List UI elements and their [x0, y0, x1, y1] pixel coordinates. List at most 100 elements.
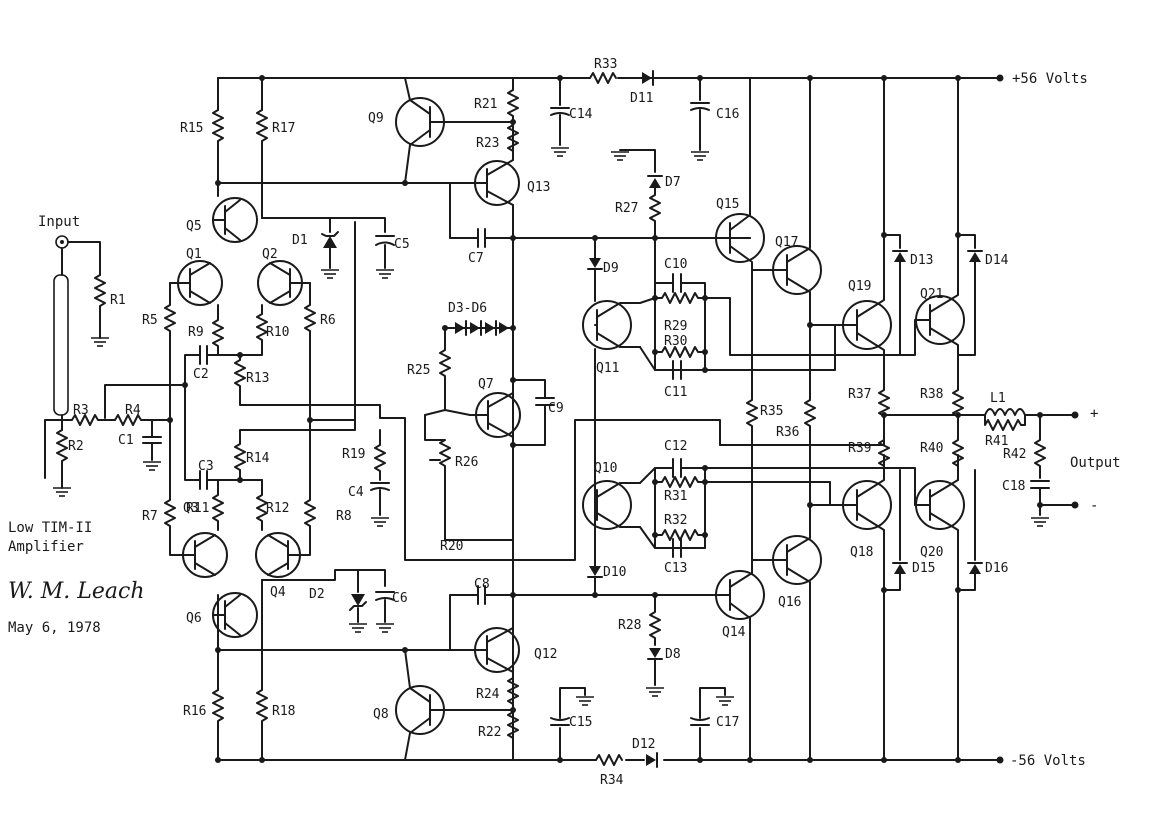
D12-diode [646, 752, 658, 768]
Q21-transistor [914, 77, 965, 386]
c8-label: C8 [474, 577, 490, 592]
r29-label: R29 [664, 319, 687, 334]
Q16-transistor [751, 504, 822, 761]
r1-label: R1 [110, 293, 126, 308]
r26-label: R26 [455, 455, 478, 470]
q2-label: Q2 [262, 247, 278, 262]
r30-label: R30 [664, 334, 687, 349]
Q11-transistor [582, 300, 641, 350]
input-filter [52, 382, 188, 497]
r10-label: R10 [266, 325, 289, 340]
c3-label: C3 [198, 459, 214, 474]
r13-label: R13 [246, 371, 269, 386]
r11-label: R11 [186, 501, 209, 516]
Q4-transistor [255, 532, 301, 578]
Q18-transistor [834, 454, 892, 761]
negative-rail-label: -56 Volts [1010, 753, 1086, 769]
q15-label: Q15 [716, 197, 739, 212]
c14-label: C14 [569, 107, 593, 122]
q17-label: Q17 [775, 235, 798, 250]
r28-label: R28 [618, 618, 641, 633]
r36-label: R36 [776, 425, 799, 440]
r42-label: R42 [1003, 447, 1026, 462]
r27-label: R27 [615, 201, 638, 216]
d8-label: D8 [665, 647, 681, 662]
output-network [979, 408, 1079, 527]
driver-wiring [587, 149, 708, 697]
r2-label: R2 [68, 439, 84, 454]
d1-label: D1 [292, 233, 308, 248]
Q9-transistor [395, 77, 514, 184]
output-label: Output [1070, 455, 1121, 471]
D2-zener-network [261, 569, 395, 633]
r21-label: R21 [474, 97, 497, 112]
q6-label: Q6 [186, 611, 202, 626]
input-stage-wiring [164, 75, 721, 763]
r5-label: R5 [142, 313, 158, 328]
r34-label: R34 [600, 773, 624, 788]
Q12-transistor [474, 627, 520, 673]
r20-label: R20 [440, 539, 463, 554]
q1-label: Q1 [186, 247, 202, 262]
Q3-transistor [182, 532, 228, 578]
r3-label: R3 [73, 403, 89, 418]
r32-label: R32 [664, 513, 687, 528]
c10-label: C10 [664, 257, 687, 272]
q13-label: Q13 [527, 180, 550, 195]
title-line-2: Amplifier [8, 539, 84, 555]
r18-label: R18 [272, 704, 295, 719]
l1-label: L1 [990, 391, 1006, 406]
R34-resistor [595, 754, 623, 766]
c11-label: C11 [664, 385, 687, 400]
q4-label: Q4 [270, 585, 286, 600]
r25-label: R25 [407, 363, 430, 378]
q10-label: Q10 [594, 461, 617, 476]
d15-label: D15 [912, 561, 935, 576]
r9-label: R9 [188, 325, 204, 340]
q7-label: Q7 [478, 377, 494, 392]
r17-label: R17 [272, 121, 295, 136]
r41-label: R41 [985, 434, 1008, 449]
q19-label: Q19 [848, 279, 871, 294]
title-block: Low TIM-II Amplifier W. M. Leach May 6, … [8, 520, 145, 636]
d7-label: D7 [665, 175, 681, 190]
q3-label: Q3 [183, 501, 199, 516]
vas-lower-wiring [449, 585, 735, 763]
r7-label: R7 [142, 509, 158, 524]
r16-label: R16 [183, 704, 206, 719]
d16-label: D16 [985, 561, 1008, 576]
io-labels: Input Output + - [38, 214, 1121, 514]
Q7-transistor [469, 392, 521, 438]
Q14-transistor [714, 559, 765, 761]
D11-diode [639, 70, 661, 86]
Q17-transistor [751, 77, 822, 326]
c5-label: C5 [394, 237, 410, 252]
Q8-transistor [395, 649, 514, 761]
diode-string-label: D3-D6 [448, 301, 487, 316]
r38-label: R38 [920, 387, 943, 402]
c13-label: C13 [664, 561, 687, 576]
r40-label: R40 [920, 441, 943, 456]
d12-label: D12 [632, 737, 655, 752]
input-connector [44, 235, 110, 479]
c1-label: C1 [118, 433, 134, 448]
r37-label: R37 [848, 387, 871, 402]
r24-label: R24 [476, 687, 500, 702]
c12-label: C12 [664, 439, 687, 454]
d13-label: D13 [910, 253, 933, 268]
r22-label: R22 [478, 725, 501, 740]
r35-label: R35 [760, 404, 783, 419]
q14-label: Q14 [722, 625, 746, 640]
title-line-1: Low TIM-II [8, 520, 92, 536]
positive-rail-label: +56 Volts [1012, 71, 1088, 87]
q20-label: Q20 [920, 545, 943, 560]
c6-label: C6 [392, 591, 408, 606]
r6-label: R6 [320, 313, 336, 328]
c16-label: C16 [716, 107, 739, 122]
c2-label: C2 [193, 367, 209, 382]
output-plus-label: + [1090, 406, 1098, 422]
Q1-transistor [169, 260, 223, 306]
r12-label: R12 [266, 501, 289, 516]
